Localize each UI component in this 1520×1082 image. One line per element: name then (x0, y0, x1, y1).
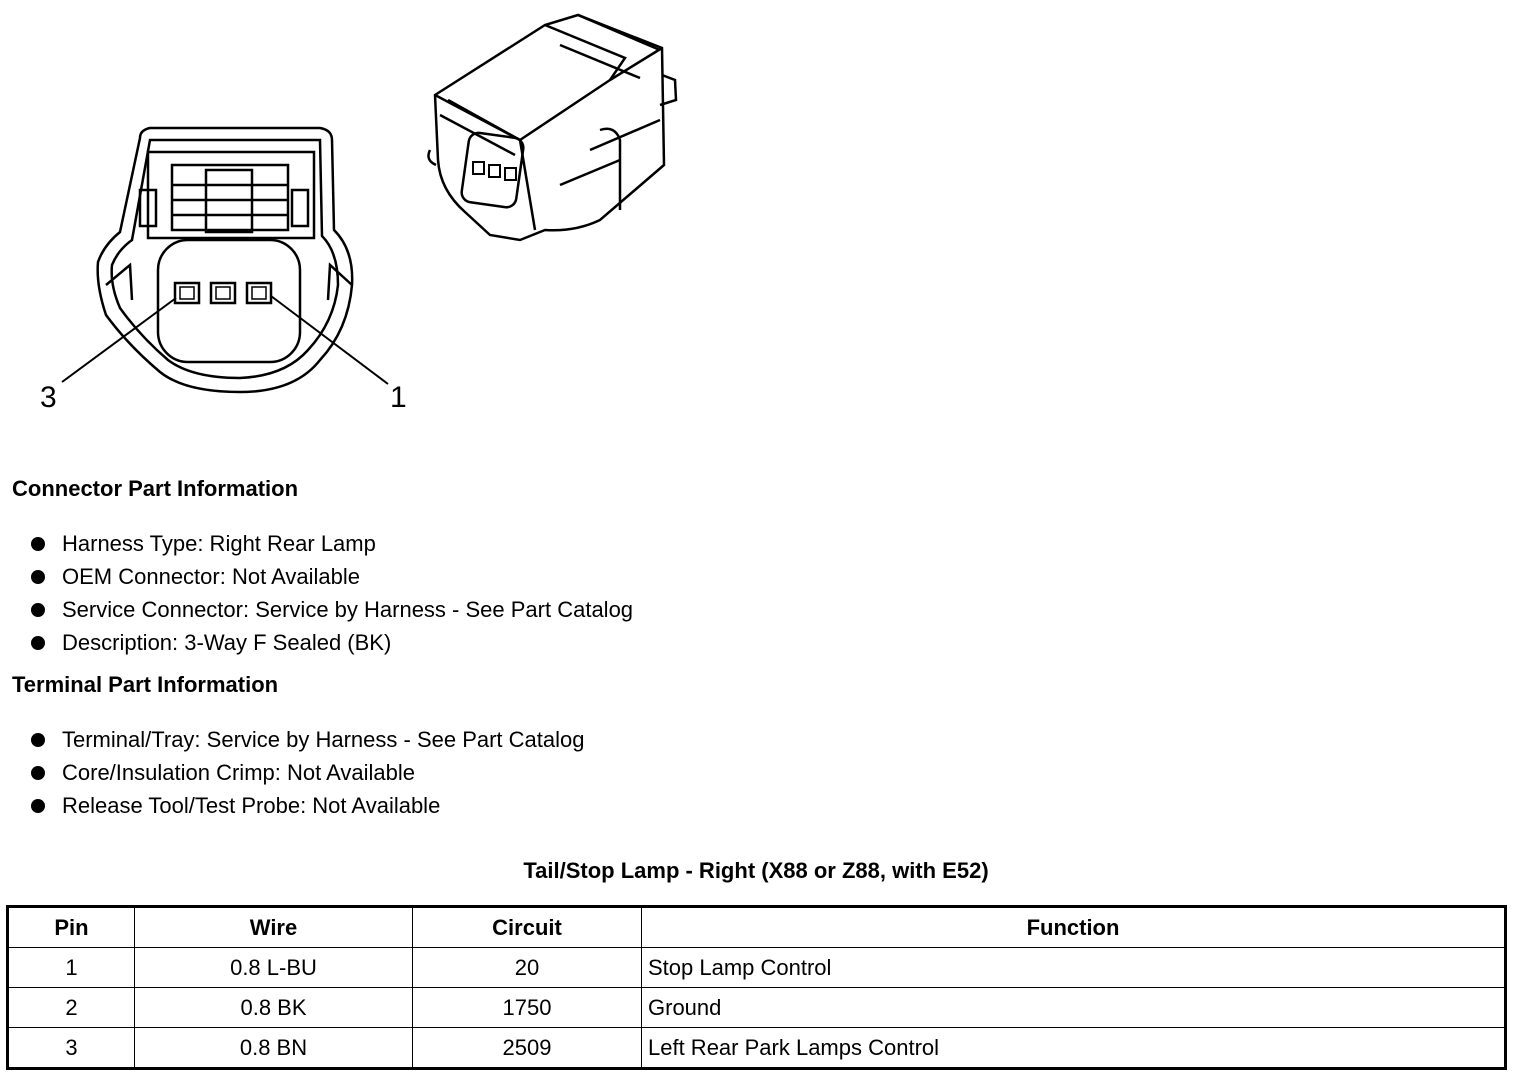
cell-function: Left Rear Park Lamps Control (641, 1027, 1506, 1069)
cell-circuit: 20 (412, 947, 642, 988)
cell-circuit: 2509 (412, 1027, 642, 1069)
pin-table: Pin Wire Circuit Function 1 0.8 L-BU 20 … (6, 905, 1507, 1070)
cell-wire: 0.8 BK (134, 987, 413, 1028)
header-wire: Wire (134, 906, 413, 948)
list-item-text: Release Tool/Test Probe: Not Available (62, 793, 441, 818)
list-item: Description: 3-Way F Sealed (BK) (28, 626, 633, 659)
list-item: OEM Connector: Not Available (28, 560, 633, 593)
cell-pin: 1 (7, 947, 135, 988)
list-item-text: Service Connector: Service by Harness - … (62, 597, 634, 622)
connector-info-title: Connector Part Information (12, 476, 299, 501)
terminal-info-list: Terminal/Tray: Service by Harness - See … (28, 723, 585, 822)
cell-pin: 3 (7, 1027, 135, 1069)
list-item-text: Core/Insulation Crimp: Not Available (62, 760, 415, 785)
header-pin: Pin (7, 906, 135, 948)
header-circuit: Circuit (412, 906, 642, 948)
pin-label-1: 1 (390, 381, 407, 414)
bullet-icon (31, 636, 45, 650)
table-row: 2 0.8 BK 1750 Ground (7, 987, 1506, 1028)
list-item: Core/Insulation Crimp: Not Available (28, 756, 585, 789)
list-item: Terminal/Tray: Service by Harness - See … (28, 723, 585, 756)
bullet-icon (31, 537, 45, 551)
pin-table-title: Tail/Stop Lamp - Right (X88 or Z88, with… (523, 858, 989, 883)
bullet-icon (31, 603, 45, 617)
cell-function: Stop Lamp Control (641, 947, 1506, 988)
connector-face-view (61, 126, 389, 394)
bullet-icon (31, 733, 45, 747)
bullet-icon (31, 570, 45, 584)
cell-wire: 0.8 L-BU (134, 947, 413, 988)
list-item-text: Terminal/Tray: Service by Harness - See … (62, 727, 585, 752)
connector-info-list: Harness Type: Right Rear Lamp OEM Connec… (28, 527, 633, 659)
list-item: Service Connector: Service by Harness - … (28, 593, 633, 626)
connector-isometric-view (427, 13, 678, 242)
cell-pin: 2 (7, 987, 135, 1028)
list-item: Harness Type: Right Rear Lamp (28, 527, 633, 560)
bullet-icon (31, 799, 45, 813)
table-row: 3 0.8 BN 2509 Left Rear Park Lamps Contr… (7, 1027, 1506, 1069)
list-item-text: Description: 3-Way F Sealed (BK) (62, 630, 392, 655)
cell-wire: 0.8 BN (134, 1027, 413, 1069)
list-item: Release Tool/Test Probe: Not Available (28, 789, 585, 822)
terminal-info-title: Terminal Part Information (12, 672, 279, 697)
table-row: 1 0.8 L-BU 20 Stop Lamp Control (7, 947, 1506, 988)
pin-label-3: 3 (40, 381, 57, 414)
bullet-icon (31, 766, 45, 780)
header-function: Function (641, 906, 1506, 948)
list-item-text: OEM Connector: Not Available (62, 564, 360, 589)
connector-diagram: 3 1 (40, 13, 678, 414)
cell-circuit: 1750 (412, 987, 642, 1028)
list-item-text: Harness Type: Right Rear Lamp (62, 531, 376, 556)
cell-function: Ground (641, 987, 1506, 1028)
table-header-row: Pin Wire Circuit Function (7, 906, 1506, 948)
